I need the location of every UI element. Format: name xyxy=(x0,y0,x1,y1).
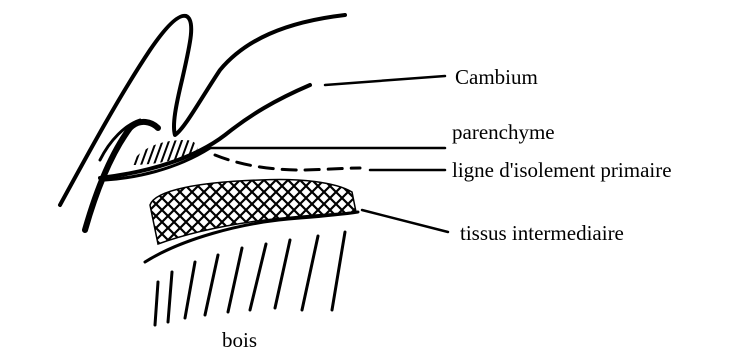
wood-grain xyxy=(155,232,345,325)
cambium-leader xyxy=(325,76,445,85)
tissus-leader xyxy=(362,210,448,232)
cambium-label: Cambium xyxy=(455,65,538,89)
tissus-label: tissus intermediaire xyxy=(460,221,624,245)
bois-label: bois xyxy=(222,328,257,352)
ligne-label: ligne d'isolement primaire xyxy=(452,158,672,182)
parenchyme-label: parenchyme xyxy=(452,120,555,144)
intermediate-tissue xyxy=(150,180,356,245)
isolation-line xyxy=(215,155,360,170)
